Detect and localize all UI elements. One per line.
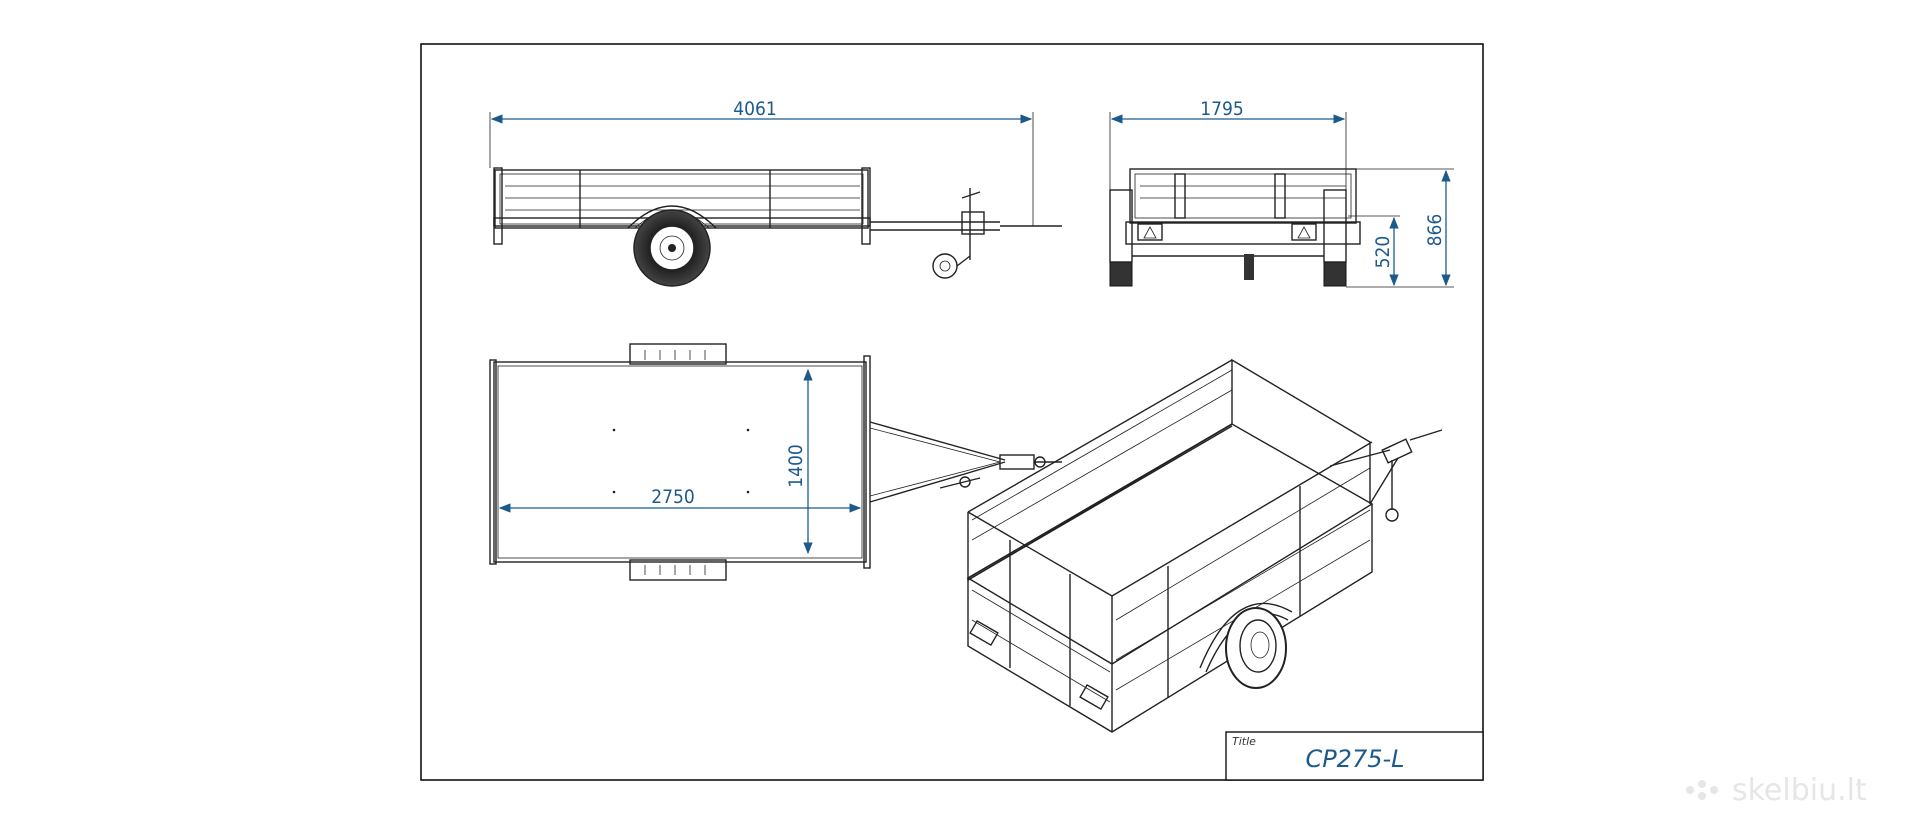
dimension-width: 1795 xyxy=(1200,98,1244,120)
watermark-logo-icon xyxy=(1686,780,1718,800)
length-dimension: 4061 xyxy=(489,98,1034,226)
dimension-height-total: 866 xyxy=(1424,214,1446,247)
watermark: skelbiu.lt xyxy=(1686,773,1867,808)
dimension-bed-length: 2750 xyxy=(651,486,695,508)
side-view xyxy=(493,167,1062,287)
width-dimension: 1795 xyxy=(1109,98,1347,190)
isometric-view xyxy=(966,358,1443,733)
bed-dimensions: 2750 1400 xyxy=(498,368,862,555)
title-value: CP275-L xyxy=(1305,745,1404,773)
watermark-text: skelbiu.lt xyxy=(1732,773,1867,808)
title-block: Title CP275-L xyxy=(1225,731,1484,781)
title-label: Title xyxy=(1232,735,1256,748)
dimension-height-bed: 520 xyxy=(1372,236,1394,269)
rear-view xyxy=(1109,168,1361,287)
drawing-frame xyxy=(420,43,1484,781)
height-dimensions: 520 866 xyxy=(1346,168,1454,288)
dimension-length: 4061 xyxy=(733,98,777,120)
top-view xyxy=(489,343,1062,581)
dimension-bed-width: 1400 xyxy=(785,444,807,488)
